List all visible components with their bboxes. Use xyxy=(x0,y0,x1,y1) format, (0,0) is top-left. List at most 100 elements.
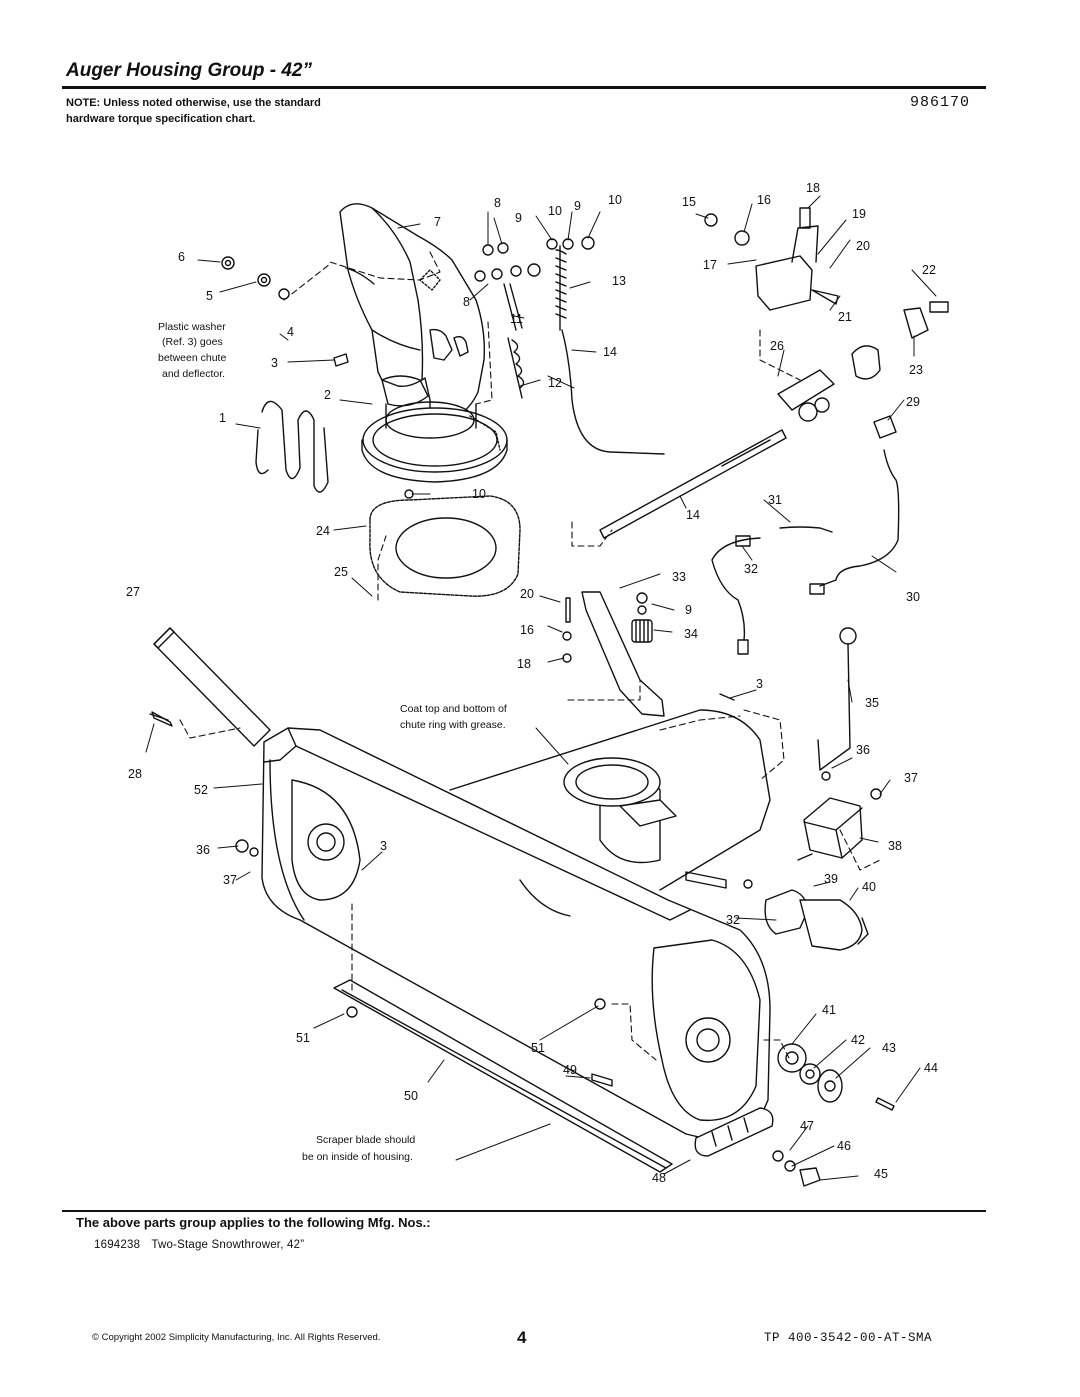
ring-gear xyxy=(369,495,521,597)
svg-text:Plastic washer: Plastic washer xyxy=(158,321,226,333)
scraper-blade xyxy=(333,979,673,1173)
callout-6: 6 xyxy=(178,250,185,264)
callout-39: 39 xyxy=(824,872,838,886)
callout-47: 47 xyxy=(800,1119,814,1133)
svg-text:(Ref. 3) goes: (Ref. 3) goes xyxy=(162,336,223,348)
page-title: Auger Housing Group - 42” xyxy=(66,60,312,81)
chute-control-cable xyxy=(503,245,665,455)
callout-21: 21 xyxy=(838,310,852,324)
callout-50: 50 xyxy=(404,1089,418,1103)
chute-ring xyxy=(361,401,508,483)
callout-22: 22 xyxy=(922,263,936,277)
callout-36: 36 xyxy=(856,743,870,757)
motor-cover xyxy=(803,797,863,859)
bracket-assembly xyxy=(704,207,949,339)
callout-8: 8 xyxy=(463,295,470,309)
callout-11: 11 xyxy=(510,312,523,326)
callout-14: 14 xyxy=(603,345,617,359)
callout-1: 1 xyxy=(219,411,226,425)
callout-2: 2 xyxy=(324,388,331,402)
callout-37: 37 xyxy=(223,873,237,887)
control-bracket xyxy=(777,345,881,422)
callout-44: 44 xyxy=(924,1061,938,1075)
callout-41: 41 xyxy=(822,1003,836,1017)
callout-29: 29 xyxy=(906,395,920,409)
svg-text:and deflector.: and deflector. xyxy=(162,368,225,380)
leader-lines xyxy=(145,195,937,1181)
callout-45: 45 xyxy=(874,1167,888,1181)
callout-24: 24 xyxy=(316,524,330,538)
callout-37: 37 xyxy=(904,771,918,785)
callout-16: 16 xyxy=(757,193,771,207)
callout-31: 31 xyxy=(768,493,782,507)
callout-43: 43 xyxy=(882,1041,896,1055)
callout-36: 36 xyxy=(196,843,210,857)
torque-note: NOTE: Unless noted otherwise, use the st… xyxy=(66,97,321,125)
footer-rule xyxy=(62,1210,986,1212)
callout-51: 51 xyxy=(531,1041,545,1055)
chute-hardware xyxy=(221,236,595,499)
plastic-washer-note: Plastic washer (Ref. 3) goes between chu… xyxy=(158,321,226,380)
skid-shoe xyxy=(694,1107,774,1157)
callout-27: 27 xyxy=(126,585,140,599)
wiring-harness xyxy=(711,415,900,655)
callout-7: 7 xyxy=(434,215,441,229)
callout-23: 23 xyxy=(909,363,923,377)
callout-28: 28 xyxy=(128,767,142,781)
callout-3: 3 xyxy=(756,677,763,691)
callout-19: 19 xyxy=(852,207,866,221)
callout-3: 3 xyxy=(380,839,387,853)
callout-38: 38 xyxy=(888,839,902,853)
callout-51: 51 xyxy=(296,1031,310,1045)
deflector-spring xyxy=(255,400,329,493)
callout-9: 9 xyxy=(515,211,522,225)
callout-9: 9 xyxy=(685,603,692,617)
svg-text:chute ring with grease.: chute ring with grease. xyxy=(400,719,506,731)
chute-mount-bracket xyxy=(581,591,677,827)
chute-motor xyxy=(685,871,869,951)
callout-35: 35 xyxy=(865,696,879,710)
callout-12: 12 xyxy=(548,376,562,390)
discharge-chute xyxy=(339,203,486,425)
scraper-note: Scraper blade should be on inside of hou… xyxy=(302,1134,415,1163)
callout-49: 49 xyxy=(563,1063,577,1077)
callout-10: 10 xyxy=(548,204,562,218)
callout-20: 20 xyxy=(856,239,870,253)
callout-18: 18 xyxy=(806,181,820,195)
callout-25: 25 xyxy=(334,565,348,579)
callout-4: 4 xyxy=(287,325,294,339)
applies-heading: The above parts group applies to the fol… xyxy=(76,1215,431,1230)
title-rule xyxy=(62,86,986,89)
page-number: 4 xyxy=(517,1328,527,1347)
mfg-description: Two-Stage Snowthrower, 42” xyxy=(151,1239,305,1251)
callout-14: 14 xyxy=(686,508,700,522)
callout-26: 26 xyxy=(770,339,784,353)
callout-33: 33 xyxy=(672,570,686,584)
callout-15: 15 xyxy=(682,195,696,209)
callout-3: 3 xyxy=(271,356,278,370)
crank-rod xyxy=(817,627,882,800)
document-code: TP 400-3542-00-AT-SMA xyxy=(764,1331,933,1345)
exploded-parts-diagram: Plastic washer (Ref. 3) goes between chu… xyxy=(126,181,949,1187)
callout-32: 32 xyxy=(744,562,758,576)
callout-16: 16 xyxy=(520,623,534,637)
mfg-entry: 1694238 Two-Stage Snowthrower, 42” xyxy=(94,1239,312,1251)
callout-5: 5 xyxy=(206,289,213,303)
drive-gear xyxy=(562,592,653,663)
callout-48: 48 xyxy=(652,1171,666,1185)
svg-text:Coat top and bottom of: Coat top and bottom of xyxy=(400,703,507,715)
svg-text:Scraper blade should: Scraper blade should xyxy=(316,1134,415,1146)
callout-52: 52 xyxy=(194,783,208,797)
callout-9: 9 xyxy=(574,199,581,213)
callout-18: 18 xyxy=(517,657,531,671)
callout-10: 10 xyxy=(608,193,622,207)
callout-17: 17 xyxy=(703,258,717,272)
copyright: © Copyright 2002 Simplicity Manufacturin… xyxy=(92,1332,381,1343)
svg-text:between chute: between chute xyxy=(158,352,226,364)
callout-40: 40 xyxy=(862,880,876,894)
assembly-lines xyxy=(179,251,881,1061)
chute-rod xyxy=(599,429,787,539)
svg-text:be on inside of housing.: be on inside of housing. xyxy=(302,1151,413,1163)
grease-note: Coat top and bottom of chute ring with g… xyxy=(400,703,507,731)
